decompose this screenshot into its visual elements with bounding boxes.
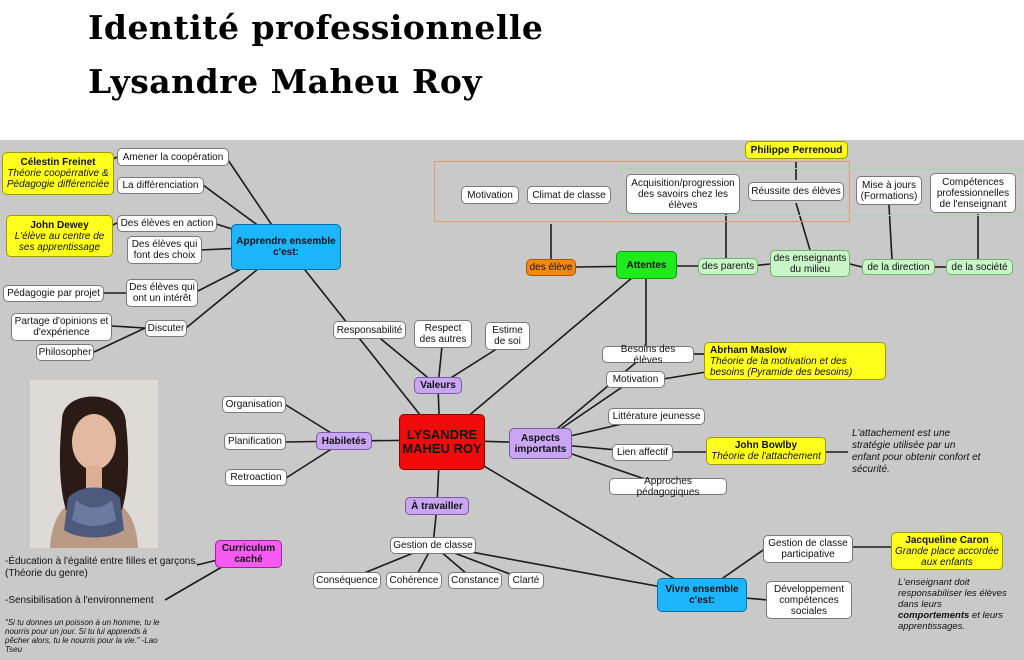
node-competences[interactable]: Compétences professionnelles de l'enseig…: [930, 173, 1016, 213]
node-responsabilite[interactable]: Responsabilité: [333, 321, 406, 339]
freinet-desc: Théorie coopérrative & Pédagogie différe…: [6, 168, 110, 190]
node-climat-classe[interactable]: Climat de classe: [527, 186, 611, 204]
title-line-2: Lysandre Maheu Roy: [88, 62, 483, 101]
node-partage-opinions[interactable]: Partage d'opinions et d'expérience: [11, 313, 112, 341]
node-organisation[interactable]: Organisation: [222, 396, 286, 413]
dewey-desc: L'élève au centre de ses apprentissage: [14, 230, 105, 253]
hub-aspects-importants[interactable]: Aspects importants: [509, 428, 572, 459]
hub-vivre-ensemble[interactable]: Vivre ensemble c'est:: [657, 578, 747, 612]
text-attachement: L'attachement est une stratégie utilisée…: [852, 428, 981, 475]
node-mise-a-jours[interactable]: Mise à jours (Formations): [856, 176, 922, 205]
caron-desc: Grande place accordée aux enfants: [895, 545, 999, 568]
node-clarte[interactable]: Clarté: [508, 572, 544, 589]
hub-attentes[interactable]: Attentes: [616, 251, 677, 279]
note-freinet[interactable]: Célestin Freinet Théorie coopérrative & …: [2, 152, 114, 195]
hub-valeurs[interactable]: Valeurs: [414, 377, 462, 394]
node-lien-affectif[interactable]: Lien affectif: [612, 444, 673, 461]
maslow-name: Abrham Maslow: [710, 344, 787, 356]
node-gestion-classe[interactable]: Gestion de classe: [390, 537, 476, 554]
node-de-la-direction[interactable]: de la direction: [862, 259, 935, 275]
center-node[interactable]: LYSANDRE MAHEU ROY: [399, 414, 485, 470]
node-approches[interactable]: Approches pédagogiques: [609, 476, 727, 498]
node-respect[interactable]: Respect des autres: [414, 320, 472, 348]
node-coherence[interactable]: Cohérence: [386, 572, 442, 589]
node-estime[interactable]: Estime de soi: [485, 322, 530, 350]
node-motivation-aspects[interactable]: Motivation: [606, 371, 665, 388]
text-responsabiliser: L'enseignant doit responsabiliser les él…: [898, 577, 1008, 632]
node-amener-cooperation[interactable]: Amener la coopération: [117, 148, 229, 166]
node-motivation-attentes[interactable]: Motivation: [461, 186, 519, 204]
dewey-name: John Dewey: [30, 219, 89, 231]
node-eleves-choix[interactable]: Des élèves qui font des choix: [127, 236, 202, 264]
note-perrenoud[interactable]: Philippe Perrenoud: [745, 141, 848, 159]
node-retroaction[interactable]: Retroaction: [225, 469, 287, 486]
node-litterature[interactable]: Littérature jeunesse: [608, 408, 705, 425]
node-eleves-action[interactable]: Des élèves en action: [117, 215, 217, 232]
node-consequence[interactable]: Conséquence: [313, 572, 381, 589]
node-constance[interactable]: Constance: [448, 572, 502, 589]
note-dewey[interactable]: John Dewey L'élève au centre de ses appr…: [6, 215, 113, 257]
attentes-frame-green: [620, 168, 1022, 216]
responsabiliser-bold: comportements: [898, 610, 970, 621]
attentes-frame-orange: [434, 161, 850, 222]
node-differenciation[interactable]: La différenciation: [117, 177, 204, 194]
hub-habiletes[interactable]: Habiletés: [316, 432, 372, 450]
responsabiliser-post: et leurs apprentissages.: [898, 610, 1004, 632]
node-de-la-societe[interactable]: de la société: [946, 259, 1013, 275]
node-besoins-eleves[interactable]: Besoins des élèves: [602, 344, 694, 366]
node-des-parents[interactable]: des parents: [698, 258, 758, 275]
note-bowlby[interactable]: John Bowlby Théorie de l'attachement: [706, 437, 826, 465]
node-planification[interactable]: Planification: [224, 433, 286, 450]
node-reussite[interactable]: Réussite des élèves: [748, 182, 844, 201]
node-developpement[interactable]: Développement compétences sociales: [766, 581, 852, 619]
node-pedagogie-projet[interactable]: Pédagogie par projet: [3, 285, 104, 302]
maslow-desc: Théorie de la motivation et des besoins …: [710, 355, 853, 378]
text-quote: "Si tu donnes un poisson à un homme, tu …: [5, 618, 160, 654]
node-acquisition[interactable]: Acquisition/progression des savoirs chez…: [626, 174, 740, 214]
node-discuter[interactable]: Discuter: [145, 320, 187, 337]
text-egalite: -Éducation à l'égalité entre filles et g…: [5, 556, 199, 579]
node-gestion-participative[interactable]: Gestion de classe participative: [763, 535, 853, 563]
freinet-name: Célestin Freinet: [20, 157, 96, 168]
portrait-photo: [30, 380, 158, 548]
bowlby-desc: Théorie de l'attachement: [711, 451, 821, 462]
node-des-eleve[interactable]: des élève: [526, 259, 576, 276]
node-philosopher[interactable]: Philosopher: [36, 344, 94, 361]
bowlby-name: John Bowlby: [734, 440, 798, 451]
node-des-enseignants[interactable]: des enseignants du milieu: [770, 250, 850, 277]
caron-name: Jacqueline Caron: [905, 534, 989, 546]
hub-a-travailler[interactable]: À travailler: [405, 497, 469, 515]
hub-apprendre-ensemble[interactable]: Apprendre ensemble c'est:: [231, 224, 341, 270]
hub-curriculum-cache[interactable]: Curriculum caché: [215, 540, 282, 568]
title-line-1: Identité professionnelle: [88, 8, 544, 47]
note-maslow[interactable]: Abrham Maslow Théorie de la motivation e…: [704, 342, 886, 380]
note-caron[interactable]: Jacqueline Caron Grande place accordée a…: [891, 532, 1003, 570]
responsabiliser-pre: L'enseignant doit responsabiliser les él…: [898, 577, 1007, 610]
text-environnement: -Sensibilisation à l'environnement: [5, 595, 154, 606]
node-eleves-interet[interactable]: Des élèves qui ont un intérêt: [126, 279, 198, 307]
